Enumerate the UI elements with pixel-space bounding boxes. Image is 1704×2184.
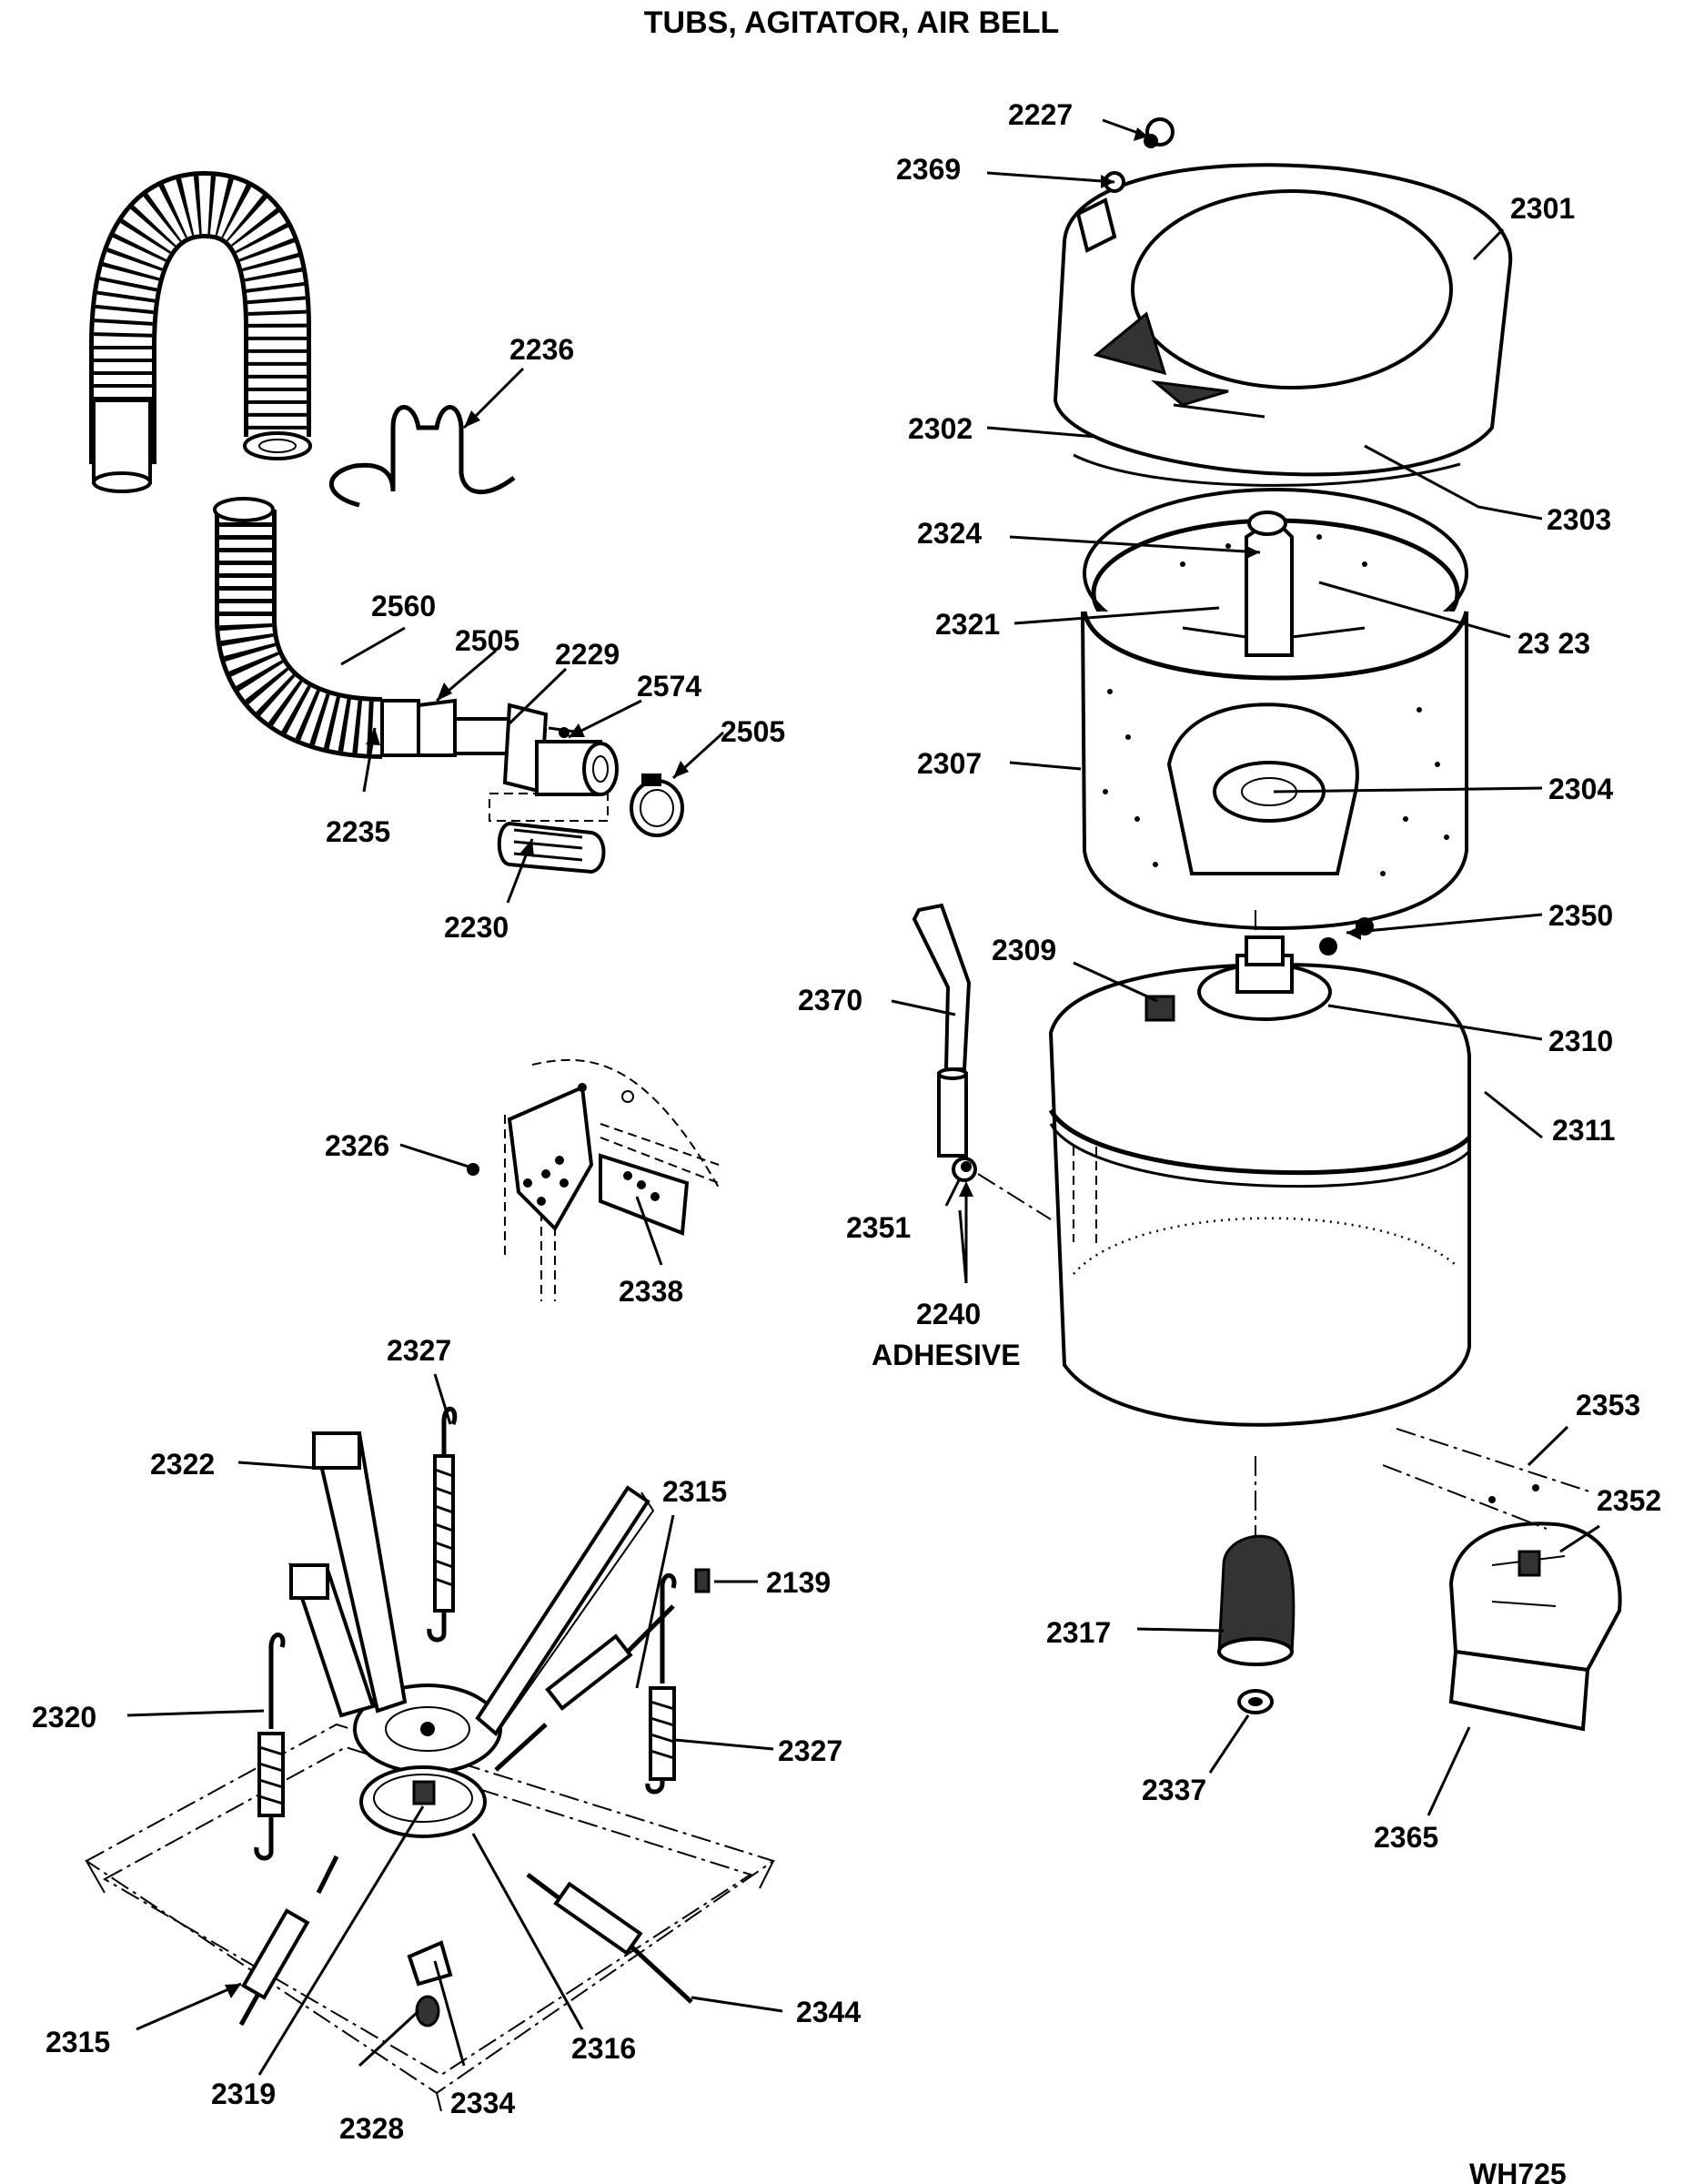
label-2352: 2352 <box>1597 1484 1661 1517</box>
watermark-code: WH725 <box>1469 2158 1567 2184</box>
gasket-2302 <box>1073 453 1461 487</box>
small-parts <box>407 1568 711 2027</box>
label-2574: 2574 <box>637 670 701 703</box>
label-2235: 2235 <box>326 815 390 848</box>
air-bell-2365 <box>1448 1522 1622 1732</box>
label-2315-upper: 2315 <box>662 1475 727 1508</box>
connector-lines <box>977 910 1593 1538</box>
label-2337: 2337 <box>1142 1774 1206 1806</box>
label-2229: 2229 <box>555 638 620 671</box>
label-2344: 2344 <box>796 1996 861 2028</box>
tub-cover-2301 <box>1053 117 1513 477</box>
label-2323: 23 23 <box>1517 627 1590 660</box>
basket-2307 <box>1081 488 1469 931</box>
label-2236: 2236 <box>509 333 574 366</box>
label-2316: 2316 <box>571 2032 636 2065</box>
label-2328: 2328 <box>339 2112 404 2145</box>
label-2324: 2324 <box>917 517 982 550</box>
diagram-title: TUBS, AGITATOR, AIR BELL <box>644 5 1059 40</box>
label-2350: 2350 <box>1548 899 1613 932</box>
label-2303: 2303 <box>1547 503 1611 536</box>
label-2230: 2230 <box>444 911 509 944</box>
label-2351: 2351 <box>846 1211 911 1244</box>
drain-hose-lower <box>213 497 383 759</box>
suspension-legs <box>288 1431 655 1736</box>
label-2327-upper: 2327 <box>387 1334 451 1367</box>
foot-2317 <box>1217 1534 1296 1714</box>
label-2139: 2139 <box>766 1566 831 1599</box>
label-2322: 2322 <box>150 1448 215 1481</box>
label-2320: 2320 <box>32 1701 96 1734</box>
label-2369: 2369 <box>896 153 961 186</box>
hose-2370 <box>912 903 977 1182</box>
outer-tub-2311 <box>1048 962 1471 1427</box>
label-2319: 2319 <box>211 2078 276 2110</box>
label-2370: 2370 <box>798 984 862 1016</box>
label-2304: 2304 <box>1548 773 1613 805</box>
label-2302: 2302 <box>908 412 973 445</box>
label-2310: 2310 <box>1548 1025 1613 1057</box>
label-2301: 2301 <box>1510 192 1575 225</box>
label-2365: 2365 <box>1374 1821 1438 1854</box>
label-2321: 2321 <box>935 608 1000 641</box>
drain-hose-upper <box>89 170 312 493</box>
label-2315-lower: 2315 <box>45 2026 110 2058</box>
label-2560: 2560 <box>371 590 436 622</box>
label-2353: 2353 <box>1576 1389 1640 1421</box>
filter-2230 <box>489 793 609 875</box>
callout-labels: 2227 2369 2301 2302 2303 2324 2321 23 23… <box>32 98 1661 2184</box>
hose-clamp-2505 <box>630 774 684 837</box>
label-adhesive: ADHESIVE <box>872 1339 1021 1371</box>
leader-lines <box>126 118 1600 2076</box>
label-2240: 2240 <box>916 1298 981 1330</box>
label-2505-upper: 2505 <box>455 624 519 657</box>
mounting-bracket-2326 <box>467 1058 720 1301</box>
label-2309: 2309 <box>992 934 1056 966</box>
hose-clip-wire <box>328 405 516 508</box>
label-2505-lower: 2505 <box>721 715 785 748</box>
label-2338: 2338 <box>619 1275 683 1308</box>
transmission-hub-2310 <box>1144 917 1374 1022</box>
label-2327-lower: 2327 <box>778 1734 842 1767</box>
springs <box>238 1406 693 2027</box>
label-2334: 2334 <box>450 2087 515 2119</box>
label-2326: 2326 <box>325 1129 389 1162</box>
label-2307: 2307 <box>917 747 982 780</box>
label-2311: 2311 <box>1552 1114 1615 1147</box>
pump-fitting <box>380 698 619 796</box>
label-2227: 2227 <box>1008 98 1073 131</box>
label-2317: 2317 <box>1046 1616 1111 1649</box>
